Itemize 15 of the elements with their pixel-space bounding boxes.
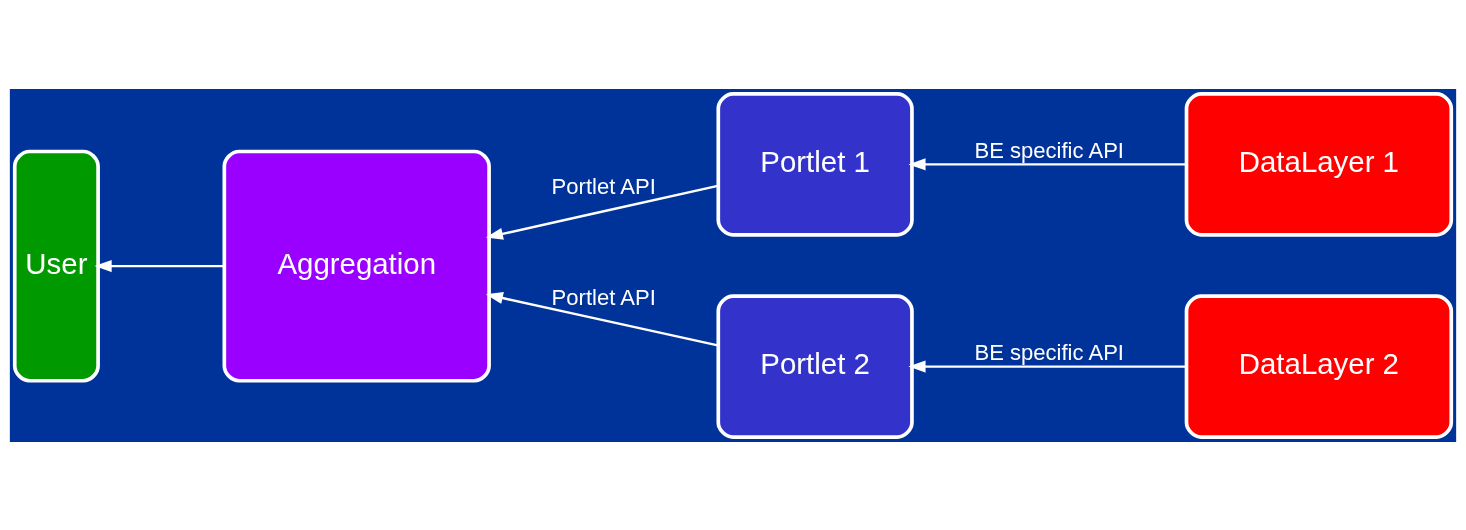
arrow — [485, 184, 718, 240]
edge-label: BE specific API — [974, 137, 1124, 163]
node-box: Aggregation — [222, 149, 491, 383]
node-box: User — [12, 149, 100, 383]
edge-label: BE specific API — [974, 339, 1124, 365]
arrow — [908, 157, 1187, 170]
edge-label: Portlet API — [551, 284, 656, 310]
edge-label: Portlet API — [551, 173, 656, 199]
node-box: DataLayer 2 — [1184, 293, 1454, 439]
node-box: Portlet 2 — [716, 293, 914, 439]
arrow — [94, 259, 224, 272]
node-box: Portlet 1 — [716, 91, 914, 237]
node-box: DataLayer 1 — [1184, 91, 1454, 237]
arrow — [485, 291, 718, 347]
arrow — [908, 360, 1187, 373]
